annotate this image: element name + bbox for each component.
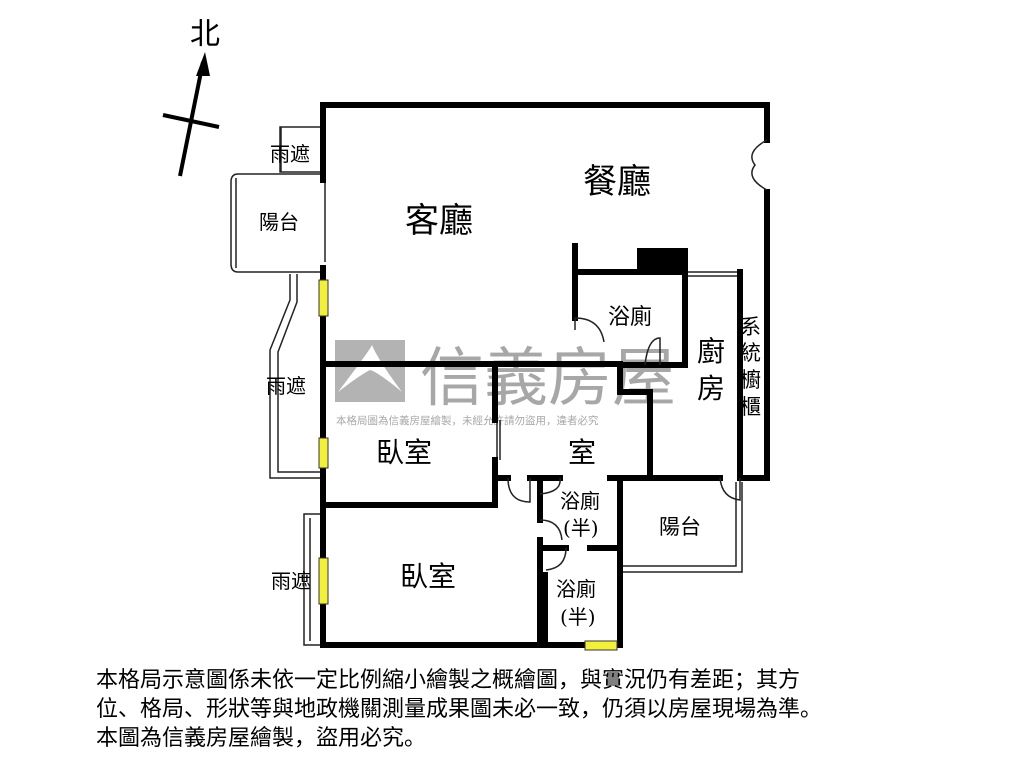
disclaimer: 本格局示意圖係未依一定比例縮小繪製之概繪圖，與實況仍有差距；其方 位、格局、形狀… <box>96 666 956 753</box>
outer-thin-lines <box>230 126 743 646</box>
room-half-bath-2: 浴廁 <box>556 577 596 601</box>
room-rain-cover-1: 雨遮 <box>270 142 310 166</box>
room-bedroom-2: 臥室 <box>400 560 456 593</box>
room-half-bath-2-note: (半) <box>560 605 596 629</box>
watermark: 信義房屋 本格局圖為信義房屋繪製，未經允許請勿盜用，違者必究 <box>335 340 676 427</box>
watermark-notice: 本格局圖為信義房屋繪製，未經允許請勿盜用，違者必究 <box>336 414 599 427</box>
disclaimer-line-2: 位、格局、形狀等與地政機關測量成果圖未必一致，仍須以房屋現場為準。 <box>96 697 823 722</box>
north-compass: 北 <box>162 17 220 177</box>
watermark-brand: 信義房屋 <box>420 342 676 416</box>
room-labels: 客廳 餐廳 陽台 雨遮 雨遮 雨遮 浴廁 廚 房 系 統 櫥 櫃 臥室 室 浴廁… <box>259 142 761 629</box>
room-room: 室 <box>568 436 596 469</box>
room-cabinet-4: 櫃 <box>740 395 761 419</box>
north-label: 北 <box>190 17 220 52</box>
entrance-door[interactable] <box>751 139 768 191</box>
room-rain-cover-2: 雨遮 <box>266 374 306 398</box>
disclaimer-line-3: 本圖為信義房屋繪製，盜用必究。 <box>96 726 427 751</box>
windows <box>318 279 618 651</box>
room-bedroom-1: 臥室 <box>376 436 432 469</box>
room-cabinet-3: 櫥 <box>740 368 761 392</box>
room-balcony-right: 陽台 <box>659 515 701 539</box>
room-kitchen-2: 房 <box>697 372 725 405</box>
walls <box>320 102 770 648</box>
room-dining: 餐廳 <box>583 162 651 202</box>
room-rain-cover-3: 雨遮 <box>271 569 311 593</box>
room-bathroom: 浴廁 <box>608 305 652 330</box>
room-living: 客廳 <box>405 201 473 241</box>
north-arrow-icon <box>196 52 210 76</box>
room-kitchen-1: 廚 <box>697 335 725 368</box>
room-half-bath-1-note: (半) <box>563 516 599 540</box>
doors <box>507 139 768 571</box>
room-balcony-left: 陽台 <box>259 210 299 234</box>
disclaimer-line-1: 本格局示意圖係未依一定比例縮小繪製之概繪圖，與實況仍有差距；其方 <box>96 668 801 693</box>
room-cabinet-2: 統 <box>740 341 761 365</box>
room-cabinet-1: 系 <box>740 315 761 339</box>
watermark-logo-roof <box>338 345 402 392</box>
room-half-bath-1: 浴廁 <box>560 489 600 513</box>
